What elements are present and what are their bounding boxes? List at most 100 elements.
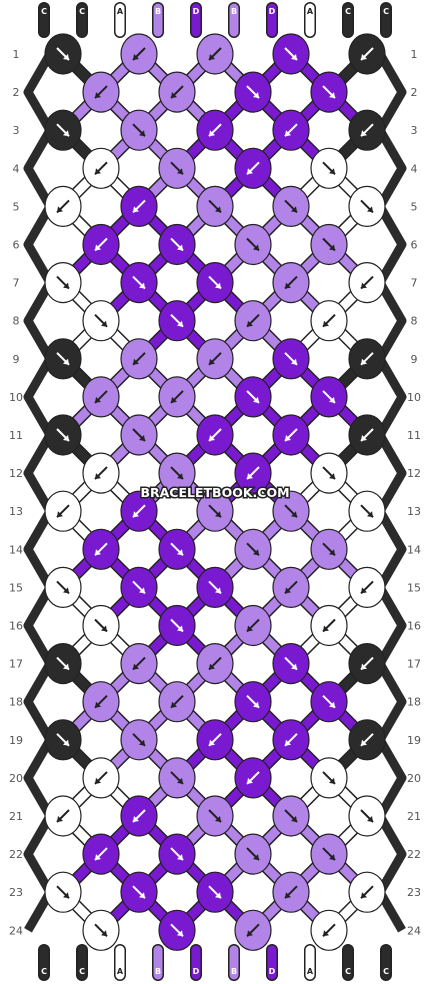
knot [158,376,196,418]
knot [310,681,348,723]
arrow-head [215,282,221,289]
arrow-head [171,92,177,99]
knot [44,262,82,304]
row-number-left: 21 [9,810,23,823]
row-number-left: 18 [9,696,23,709]
knot [44,795,82,837]
knot [310,833,348,875]
row-number-left: 8 [13,315,20,328]
knot [310,757,348,799]
arrow-head [95,396,101,403]
right-edge-thread [375,51,407,933]
knot [82,757,120,799]
arrow-head [215,511,221,518]
knot [120,414,158,456]
row-number-right: 11 [407,429,421,442]
top-strand-label: D [269,7,276,16]
bottom-strand-label: C [383,967,389,976]
knot [348,642,386,685]
row-number-left: 22 [9,848,23,861]
arrow-head [361,587,367,594]
knot [310,909,348,951]
row-number-left: 17 [9,658,23,671]
row-number-left: 3 [13,124,20,137]
arrow-head [247,777,253,784]
knot [158,909,196,951]
knot [272,338,310,380]
arrow-head [329,168,335,175]
arrow-head [177,473,183,480]
knot [158,223,196,266]
arrow-head [329,244,335,251]
knot [44,566,82,609]
arrow-head [285,435,291,441]
row-number-left: 9 [13,353,20,366]
row-number-right: 9 [411,353,418,366]
knot [82,452,120,494]
knot [44,109,82,151]
top-strand-label: C [345,7,351,16]
row-number-right: 7 [411,277,418,290]
arrow-head [177,854,183,861]
knot [82,71,120,113]
row-number-right: 6 [411,239,418,252]
bottom-strand-label: A [307,967,314,976]
row-number-right: 16 [407,620,421,633]
knot [272,262,310,304]
arrow-head [139,892,145,899]
arrow-head [367,206,373,213]
knot [234,71,272,113]
knot [120,871,158,913]
arrow-head [177,320,183,327]
arrow-head [133,511,139,518]
arrow-head [63,892,69,899]
knot [82,604,120,647]
bottom-strand-label: A [117,967,124,976]
knot [310,71,348,113]
knot [348,109,386,151]
arrow-head [361,358,367,365]
knot [234,300,272,342]
knot [348,33,386,75]
arrow-head [291,816,297,822]
knot [196,490,234,532]
arrow-head [323,320,329,327]
knot [196,414,234,456]
knot [82,681,120,723]
arrow-head [253,549,259,556]
knot [82,528,120,570]
arrow-head [95,473,101,480]
arrow-head [247,930,253,937]
arrow-head [171,701,177,708]
knot [120,719,158,761]
arrow-head [247,473,253,480]
knot [272,719,310,761]
arrow-head [139,739,145,746]
arrow-head [291,206,297,213]
row-number-left: 23 [9,886,23,899]
arrow-head [253,701,259,708]
arrow-head [177,777,183,784]
knot [272,871,310,913]
knot [234,909,272,951]
knot [158,757,196,799]
arrow-head [57,511,63,518]
arrow-head [63,130,69,137]
row-number-left: 1 [13,48,20,61]
knot [82,223,120,266]
arrow-head [285,282,291,289]
knot [44,871,82,913]
knot [310,300,348,342]
knot [272,642,310,685]
knot [120,262,158,304]
knot [196,109,234,151]
arrow-head [139,282,145,289]
row-number-left: 15 [9,581,23,594]
top-strand-label: A [117,7,124,16]
arrow-head [323,625,329,632]
arrow-head [95,244,101,251]
top-strand-label: C [41,7,47,16]
arrow-head [361,282,367,289]
arrow-head [291,511,297,518]
knot [272,566,310,609]
